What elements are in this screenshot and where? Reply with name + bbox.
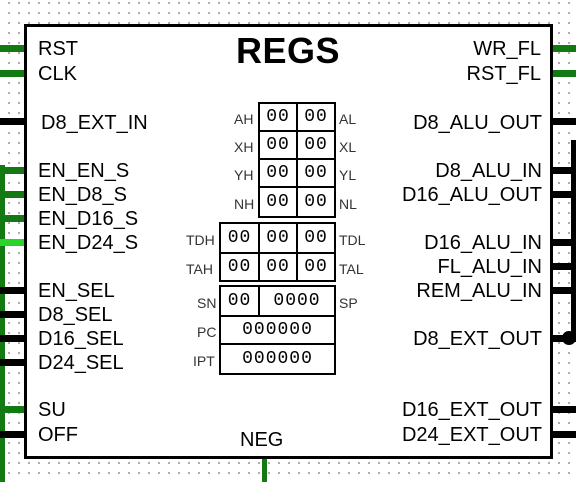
bus-junction-dot <box>562 331 576 345</box>
en-d24-s-label: EN_D24_S <box>38 232 139 254</box>
register-tdl: 00 <box>296 222 336 254</box>
rst-wire <box>0 45 26 52</box>
register-tdh: 00 <box>219 222 260 254</box>
d16-alu-in-wire <box>548 239 576 246</box>
register-ah: 00 <box>258 102 298 132</box>
off-wire <box>0 431 30 438</box>
register-pc-label: PC <box>197 324 217 340</box>
clk-wire <box>0 70 26 77</box>
register-xh-label: XH <box>234 139 254 155</box>
register-yl: 00 <box>296 158 336 188</box>
d16-alu-out-label: D16_ALU_OUT <box>401 184 542 206</box>
en-en-s-wire <box>0 167 26 174</box>
register-nl-label: NL <box>339 196 357 212</box>
register-yl-label: YL <box>339 167 357 183</box>
d24-ext-out-label: D24_EXT_OUT <box>401 424 542 446</box>
en-d16-s-label: EN_D16_S <box>38 208 139 230</box>
rst-label: RST <box>38 38 78 60</box>
d24-sel-label: D24_SEL <box>38 352 124 374</box>
register-sn-label: SN <box>197 295 217 311</box>
neg-label: NEG <box>240 429 284 451</box>
register-yh-label: YH <box>234 167 254 183</box>
register-nh: 00 <box>258 186 298 218</box>
d16-alu-out-wire <box>548 191 576 198</box>
register-pc: 000000 <box>219 315 336 345</box>
left-vertical-wire <box>0 165 5 482</box>
register-ipt-label: IPT <box>193 353 215 369</box>
register-ah-label: AH <box>234 111 254 127</box>
rem-alu-in-label: REM_ALU_IN <box>416 280 542 302</box>
rst-fl-label: RST_FL <box>466 63 541 85</box>
register-tah-label: TAH <box>186 261 213 277</box>
clk-label: CLK <box>38 63 77 85</box>
register-ipt: 000000 <box>219 343 336 375</box>
rem-alu-in-wire <box>548 287 576 294</box>
register-xh: 00 <box>258 130 298 160</box>
d8-alu-in-label: D8_ALU_IN <box>435 160 542 182</box>
d8-sel-label: D8_SEL <box>38 304 113 326</box>
en-d16-s-wire <box>0 215 26 222</box>
register-nh-label: NH <box>234 196 255 212</box>
register-tal: 00 <box>296 252 336 282</box>
d8-alu-in-wire <box>548 167 576 174</box>
en-d24-s-wire <box>0 239 26 246</box>
d16-ext-out-label: D16_EXT_OUT <box>401 399 542 421</box>
en-d8-s-label: EN_D8_S <box>38 184 127 206</box>
d16-sel-wire <box>0 335 30 342</box>
register-tdm: 00 <box>258 222 298 254</box>
fl-alu-in-wire <box>548 263 576 270</box>
register-xl: 00 <box>296 130 336 160</box>
register-al-label: AL <box>339 111 357 127</box>
en-sel-label: EN_SEL <box>38 280 115 302</box>
d8-alu-out-label: D8_ALU_OUT <box>413 112 542 134</box>
register-tal-label: TAL <box>339 261 364 277</box>
register-sn: 00 <box>219 285 260 317</box>
wr-fl-wire <box>552 45 576 52</box>
register-tdh-label: TDH <box>186 232 215 248</box>
component-title: REGS <box>235 30 341 71</box>
fl-alu-in-label: FL_ALU_IN <box>437 256 543 278</box>
register-tah: 00 <box>219 252 260 282</box>
d8-alu-out-wire <box>548 118 576 125</box>
register-al: 00 <box>296 102 336 132</box>
d8-ext-out-label: D8_EXT_OUT <box>413 328 542 350</box>
register-tdl-label: TDL <box>339 232 366 248</box>
d16-sel-label: D16_SEL <box>38 328 124 350</box>
d8-ext-in-label: D8_EXT_IN <box>41 112 148 134</box>
su-label: SU <box>38 399 66 421</box>
register-nl: 00 <box>296 186 336 218</box>
rst-fl-wire <box>552 70 576 77</box>
d16-ext-out-wire <box>548 406 576 413</box>
en-en-s-label: EN_EN_S <box>38 160 130 182</box>
neg-wire <box>262 454 267 482</box>
d8-sel-wire <box>0 311 30 318</box>
d8-ext-in-wire <box>0 118 30 125</box>
register-sp-label: SP <box>339 295 358 311</box>
register-yh: 00 <box>258 158 298 188</box>
wr-fl-label: WR_FL <box>473 38 541 60</box>
en-sel-wire <box>0 287 30 294</box>
register-sp: 0000 <box>258 285 336 317</box>
register-tam: 00 <box>258 252 298 282</box>
en-d8-s-wire <box>0 191 26 198</box>
register-xl-label: XL <box>339 139 357 155</box>
d24-ext-out-wire <box>548 431 576 438</box>
off-label: OFF <box>38 424 78 446</box>
su-wire <box>0 406 26 413</box>
d16-alu-in-label: D16_ALU_IN <box>424 232 542 254</box>
d24-sel-wire <box>0 359 30 366</box>
